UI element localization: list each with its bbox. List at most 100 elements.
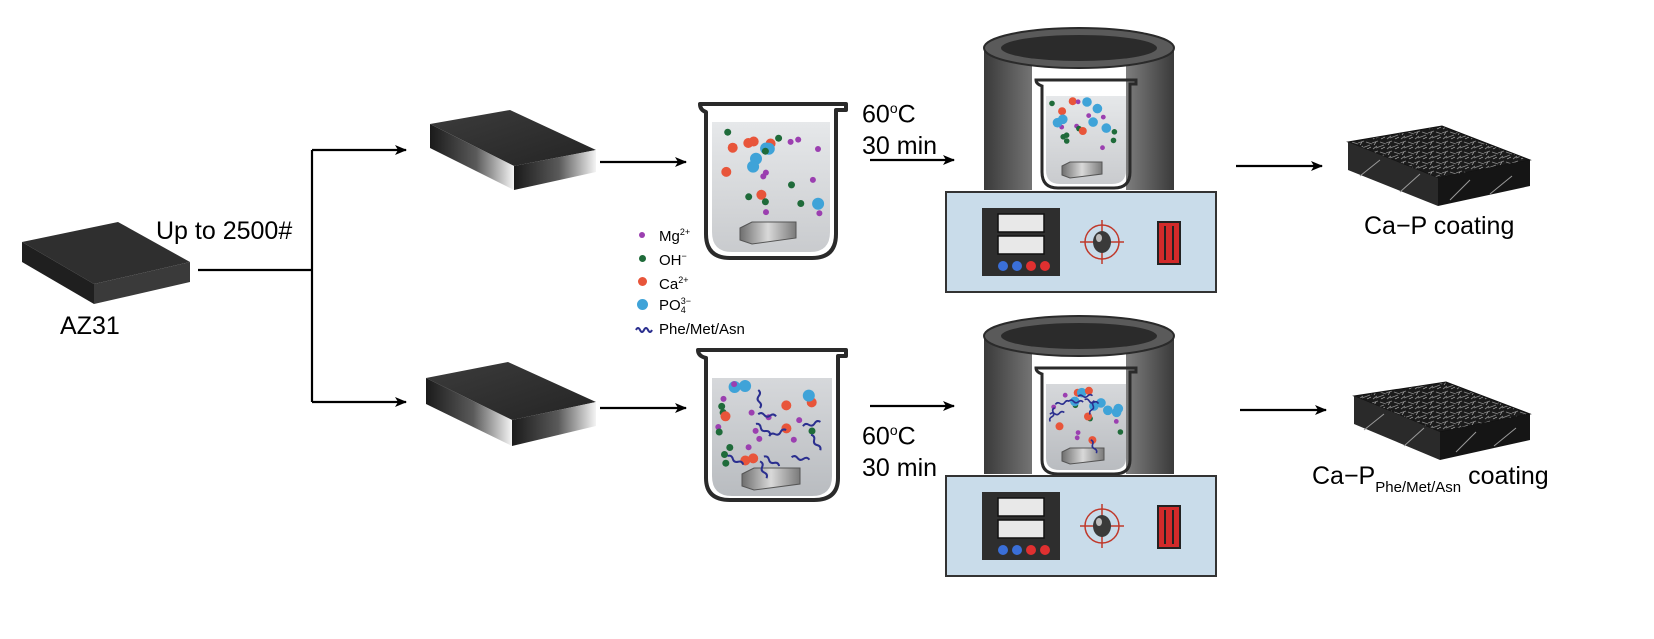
ion-dot bbox=[1088, 117, 1098, 127]
button-blue bbox=[1012, 261, 1022, 271]
ion-dot bbox=[1100, 145, 1105, 151]
ion-particles bbox=[721, 128, 825, 217]
ion-dot bbox=[816, 210, 823, 217]
ion-dot bbox=[748, 453, 759, 464]
amino-acid-molecule bbox=[763, 455, 781, 467]
polish-label: Up to 2500# bbox=[156, 217, 293, 245]
ion-dot bbox=[1062, 392, 1068, 398]
ion-dot bbox=[1084, 386, 1093, 395]
ion-dot bbox=[1111, 129, 1118, 135]
temperature-value: 60 bbox=[862, 422, 890, 451]
ion-dot bbox=[797, 200, 805, 207]
amino-acid-molecule bbox=[768, 428, 787, 437]
ion-dot bbox=[720, 395, 727, 402]
ion-dot bbox=[1063, 132, 1070, 138]
ion-dot bbox=[1052, 117, 1063, 128]
legend-label: Ca bbox=[659, 275, 679, 293]
amino-acid-molecule bbox=[755, 422, 772, 435]
ion-dot bbox=[1092, 103, 1103, 114]
ion-dot bbox=[775, 134, 783, 142]
temperature-value: 60 bbox=[862, 100, 890, 129]
power-switch-icon bbox=[1157, 221, 1181, 265]
ion-dot bbox=[748, 136, 759, 147]
ion-dot bbox=[781, 400, 792, 411]
ion-dot bbox=[787, 138, 794, 145]
ion-dot bbox=[726, 444, 734, 451]
ion-dot bbox=[752, 427, 759, 434]
condition-top: 60oC 30 min bbox=[862, 100, 938, 161]
ion-particles bbox=[715, 380, 822, 479]
mg-ion-dot-icon bbox=[639, 232, 645, 238]
ion-dot bbox=[1078, 127, 1087, 135]
amino-acid-molecule bbox=[727, 454, 745, 465]
amino-acid-molecule bbox=[1068, 399, 1084, 404]
legend-item-mg: Mg2+ bbox=[635, 222, 745, 246]
button-blue bbox=[998, 545, 1008, 555]
ion-dot bbox=[796, 417, 803, 424]
ion-dot bbox=[1084, 412, 1092, 421]
legend-item-amino-acid: Phe/Met/Asn bbox=[635, 318, 745, 342]
beaker-bottom bbox=[696, 348, 848, 502]
ion-dot bbox=[815, 146, 821, 152]
oh-ion-dot-icon bbox=[639, 255, 646, 262]
amino-acid-molecule bbox=[1054, 399, 1070, 406]
ion-dot bbox=[1051, 404, 1057, 410]
temperature-unit: C bbox=[897, 422, 916, 451]
az31-block bbox=[22, 222, 190, 304]
product-bottom-prefix: Ca−P bbox=[1312, 462, 1376, 490]
ion-dot bbox=[739, 380, 752, 392]
ion-dot bbox=[1075, 430, 1081, 435]
ion-dot bbox=[756, 189, 767, 200]
coated-sample-bottom bbox=[1352, 381, 1532, 460]
temperature-unit: C bbox=[897, 100, 916, 129]
ion-dot bbox=[1086, 113, 1092, 118]
ion-dot bbox=[756, 435, 763, 442]
ion-dot bbox=[1110, 137, 1117, 144]
amino-acid-molecule bbox=[802, 420, 821, 427]
amino-acid-molecule bbox=[1088, 400, 1095, 415]
button-red bbox=[1040, 261, 1050, 271]
button-red bbox=[1040, 545, 1050, 555]
ion-dot bbox=[1049, 100, 1055, 107]
ion-dot bbox=[718, 402, 726, 410]
ion-dot bbox=[1100, 114, 1106, 120]
button-red bbox=[1026, 545, 1036, 555]
ion-dot bbox=[802, 389, 815, 402]
legend-item-ca: Ca2+ bbox=[635, 270, 745, 294]
legend-superscript: 3− bbox=[680, 296, 691, 307]
ion-dot bbox=[1074, 435, 1080, 441]
ion-dot bbox=[748, 409, 755, 416]
legend-superscript: 2+ bbox=[678, 274, 689, 285]
beaker-in-heater-top bbox=[1034, 78, 1138, 190]
display bbox=[997, 235, 1045, 255]
ion-dot bbox=[760, 173, 767, 180]
ion-dot bbox=[722, 459, 730, 467]
product-bottom-label: Ca−PPhe/Met/Asn coating bbox=[1312, 462, 1549, 496]
ion-dot bbox=[745, 193, 753, 201]
sample-in-beaker-top bbox=[739, 221, 797, 245]
legend-item-oh: OH− bbox=[635, 246, 745, 270]
power-switch-icon bbox=[1157, 505, 1181, 549]
ion-dot bbox=[788, 181, 795, 189]
legend-label: PO bbox=[659, 297, 681, 314]
po4-ion-dot-icon bbox=[637, 299, 648, 310]
button-blue bbox=[998, 261, 1008, 271]
button-blue bbox=[1012, 545, 1022, 555]
duration-value: 30 min bbox=[862, 132, 938, 161]
water-bath-heater-top bbox=[945, 27, 1217, 293]
amino-acid-molecule bbox=[757, 412, 777, 418]
ion-dot bbox=[1103, 405, 1113, 416]
ion-dot bbox=[720, 411, 731, 422]
ion-dot bbox=[1111, 407, 1122, 418]
ion-dot bbox=[1058, 107, 1067, 116]
product-bottom-subscript: Phe/Met/Asn bbox=[1375, 479, 1462, 496]
ion-dot bbox=[721, 166, 732, 177]
ion-dot bbox=[1113, 419, 1119, 424]
amino-acid-molecule bbox=[759, 460, 768, 479]
ion-dot bbox=[790, 436, 797, 443]
ion-dot bbox=[1117, 429, 1124, 435]
ion-dot bbox=[1075, 99, 1081, 105]
